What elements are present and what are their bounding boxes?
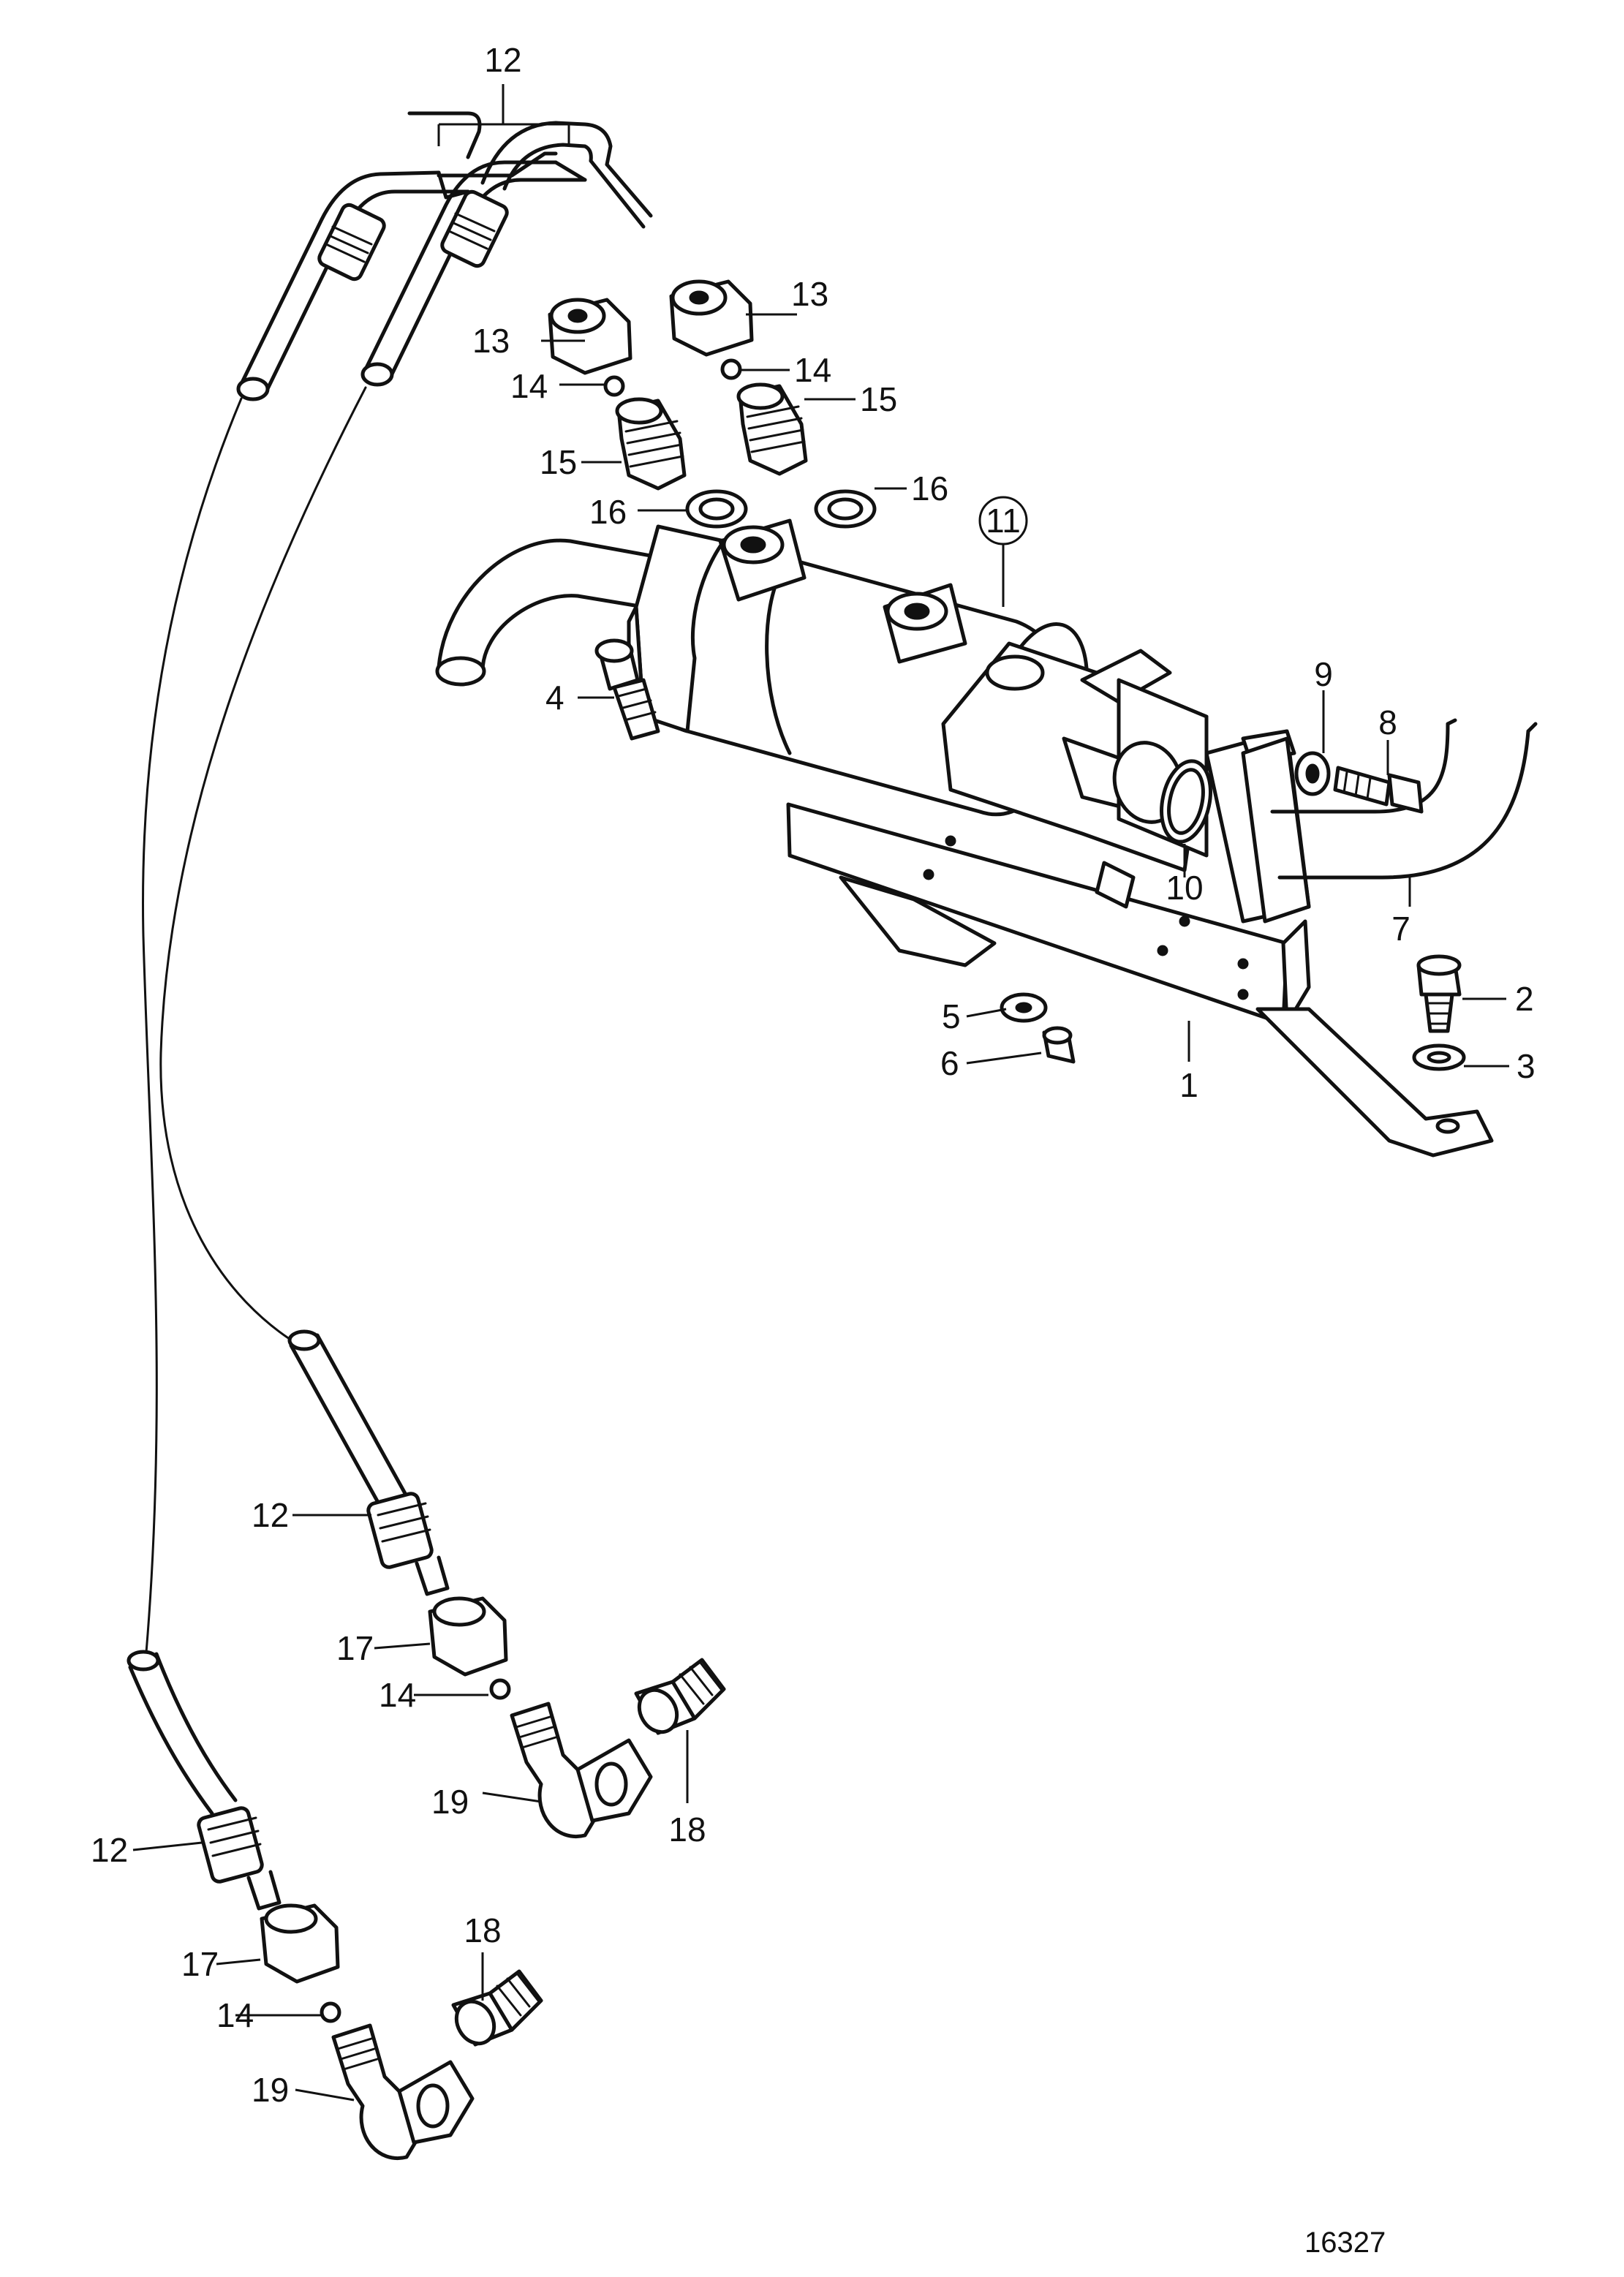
callout-18-mid: 18 [668, 1810, 706, 1849]
callout-17-low: 17 [181, 1945, 219, 1983]
hose-icon [1241, 718, 1538, 924]
nipple-icon [603, 358, 808, 491]
callout-14-low: 14 [216, 1996, 254, 2034]
figure-number: 16327 [1304, 2227, 1386, 2259]
nipple-icon [320, 1658, 726, 2047]
callout-12-top: 12 [484, 41, 521, 79]
callout-13-left: 13 [472, 322, 510, 360]
callout-labels: 12 13 13 14 14 15 15 16 16 11 4 9 8 10 7… [91, 41, 1536, 2109]
union-nut-icon [548, 279, 754, 375]
callout-16-right: 16 [911, 469, 948, 507]
callout-4: 4 [545, 679, 564, 717]
callout-15-right: 15 [860, 380, 897, 418]
callout-5: 5 [942, 997, 961, 1035]
callout-6: 6 [940, 1044, 959, 1082]
callout-9: 9 [1314, 655, 1333, 693]
callout-15-left: 15 [540, 443, 577, 481]
sealing-washer-icon [685, 489, 877, 529]
callout-1: 1 [1179, 1066, 1198, 1104]
union-nut-icon [260, 1596, 508, 1984]
callout-12-low: 12 [91, 1831, 128, 1869]
bolt-icon [594, 638, 1462, 1064]
callout-14-right: 14 [794, 351, 831, 389]
callout-10: 10 [1166, 869, 1203, 907]
callout-16-left: 16 [589, 493, 627, 531]
callout-17-mid: 17 [336, 1629, 374, 1667]
callout-18-low: 18 [464, 1911, 501, 1949]
leader-lines [132, 84, 1509, 2102]
hose-icon [126, 111, 653, 1911]
callout-circle [978, 496, 1028, 545]
callout-19-mid: 19 [431, 1783, 469, 1821]
sealing-washer-icon [1000, 751, 1466, 1071]
callout-3: 3 [1517, 1047, 1536, 1085]
callout-13-right: 13 [791, 275, 828, 313]
callout-11: 11 [986, 502, 1021, 540]
elbow-fitting-icon [331, 1702, 653, 2160]
callout-19-low: 19 [252, 2071, 289, 2109]
callout-14-left: 14 [510, 367, 548, 405]
callout-2: 2 [1515, 980, 1534, 1018]
heat-exchanger-icon [435, 518, 1494, 1158]
callout-8: 8 [1378, 703, 1397, 741]
callout-12-mid: 12 [252, 1496, 289, 1534]
callout-7: 7 [1391, 910, 1410, 948]
callout-14-mid: 14 [379, 1676, 416, 1714]
